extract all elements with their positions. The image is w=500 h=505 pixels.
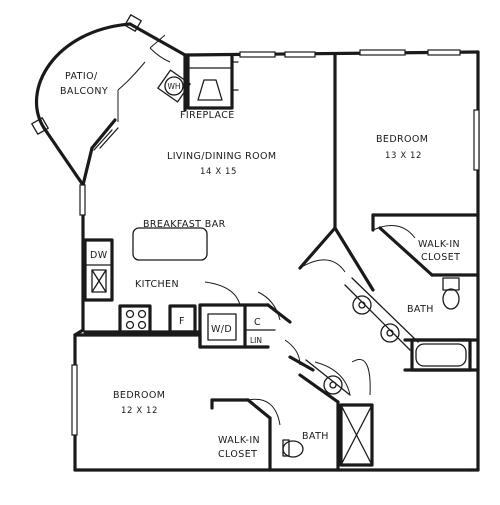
bedroom-1: BEDROOM 13 X 12 [298,53,428,292]
kitchen-sink-icon [91,269,107,293]
breakfast-bar-counter [132,227,208,261]
toilet-icon [282,440,304,458]
bedroom-1-label: BEDROOM [376,134,428,145]
toilet-icon [442,277,460,291]
shower-icon [339,403,374,467]
breakfast-bar-label: BREAKFAST BAR [143,219,226,230]
walk-in-closet-1-label-line2: CLOSET [421,252,460,263]
washer-dryer-label: W/D [211,324,232,335]
sink-icon [352,295,372,315]
column-post [124,14,142,32]
walk-in-closet-2-label-line2: CLOSET [218,449,257,460]
stove-icon [118,304,152,334]
patio-label-line1: PATIO/ [65,71,98,82]
sink-icon [380,323,400,343]
living-room-label: LIVING/DINING ROOM [167,151,277,162]
laundry-area: W/D C LIN [198,291,301,366]
patio-label-line2: BALCONY [60,86,108,97]
kitchen-label: KITCHEN [135,279,179,290]
sink-icon [323,375,343,395]
walk-in-closet-2-label-line1: WALK-IN [218,435,260,446]
bedroom-2-dimensions: 12 X 12 [121,406,158,416]
column-post [31,117,49,135]
closet-c-label: C [254,317,261,328]
refrigerator-label: F [179,316,185,327]
fireplace: FIREPLACE [180,55,239,121]
walk-in-closet-1-label-line1: WALK-IN [418,239,460,250]
kitchen: BREAKFAST BAR DW KITCHEN F [83,219,241,334]
washer-dryer-closet [198,303,247,349]
bath-2: BATH [282,355,374,472]
linen-closet-label: LIN [250,336,262,345]
wh-label: WH [167,82,180,91]
bedroom-1-dimensions: 13 X 12 [385,151,422,161]
bath-2-label: BATH [302,431,329,442]
patio-balcony: PATIO/ BALCONY [31,14,187,187]
bedroom-2-label: BEDROOM [113,390,165,401]
walk-in-closet-2: WALK-IN CLOSET [210,398,281,472]
windows [71,49,480,436]
bedroom-2: BEDROOM 12 X 12 [73,333,202,416]
living-room-dimensions: 14 X 15 [200,167,237,177]
bath-1-label: BATH [407,304,434,315]
dishwasher [83,238,114,302]
bath-1: BATH [344,277,480,396]
fireplace-label: FIREPLACE [180,110,235,121]
dishwasher-label: DW [90,250,108,261]
water-heater: WH [157,69,191,103]
walk-in-closet-1: WALK-IN CLOSET [371,213,480,277]
